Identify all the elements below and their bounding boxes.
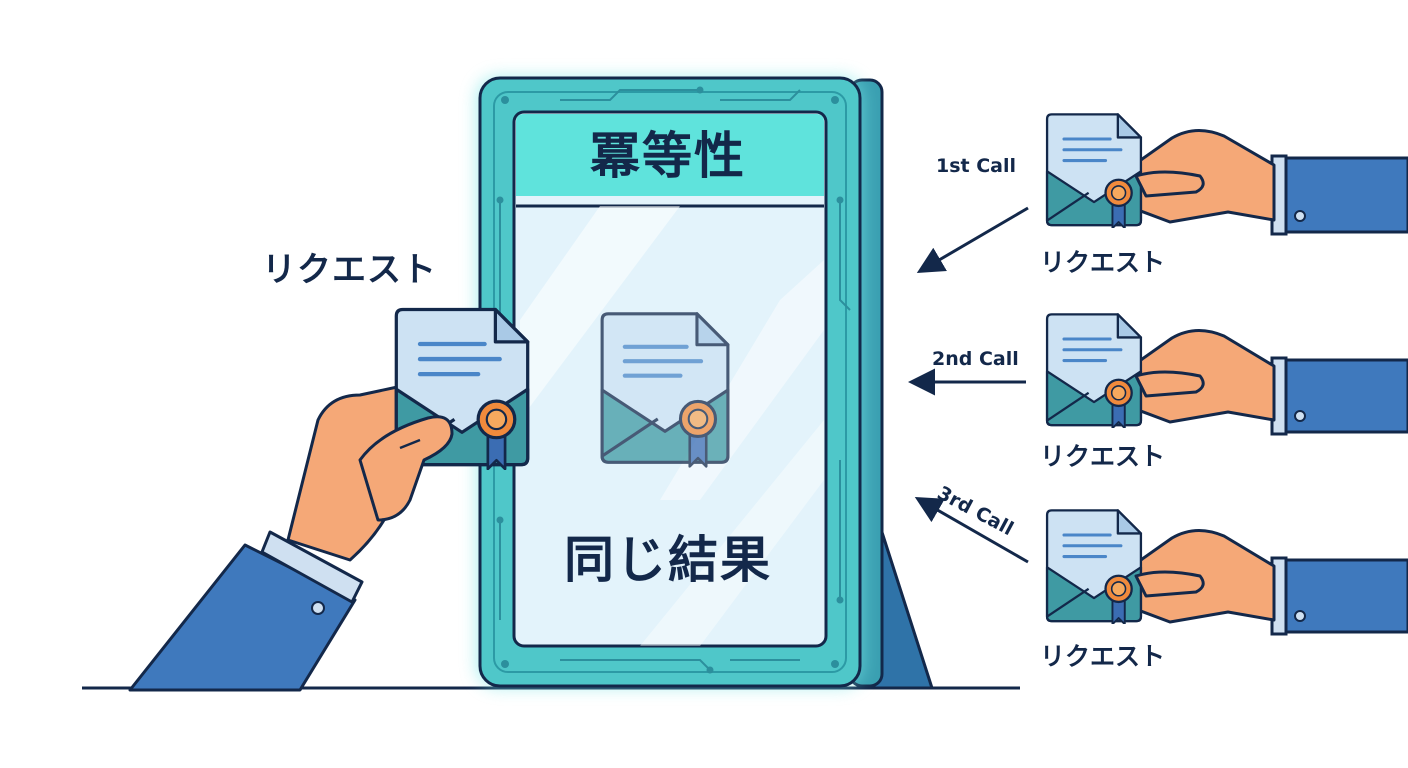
call-label-2: 2nd Call bbox=[932, 348, 1019, 370]
right-hand-2 bbox=[1045, 312, 1408, 436]
arrow-icon-1st-call bbox=[916, 206, 1029, 274]
right-hand-1 bbox=[1045, 112, 1408, 236]
arrow-icon-3rd-call bbox=[914, 497, 1029, 564]
request-document-icon bbox=[1045, 112, 1143, 228]
panel-result-label: 同じ結果 bbox=[564, 531, 772, 589]
center-document-icon bbox=[602, 314, 728, 467]
left-request-label: リクエスト bbox=[262, 250, 437, 290]
request-label-3: リクエスト bbox=[1040, 642, 1166, 671]
left-hand-with-request bbox=[128, 310, 528, 692]
request-document-icon bbox=[1045, 508, 1143, 624]
request-label-2: リクエスト bbox=[1040, 442, 1166, 471]
request-label-1: リクエスト bbox=[1040, 248, 1166, 277]
call-label-1: 1st Call bbox=[936, 155, 1017, 177]
request-document-icon bbox=[1045, 312, 1143, 428]
panel-title: 冪等性 bbox=[590, 127, 746, 185]
right-hand-3 bbox=[1045, 508, 1408, 636]
